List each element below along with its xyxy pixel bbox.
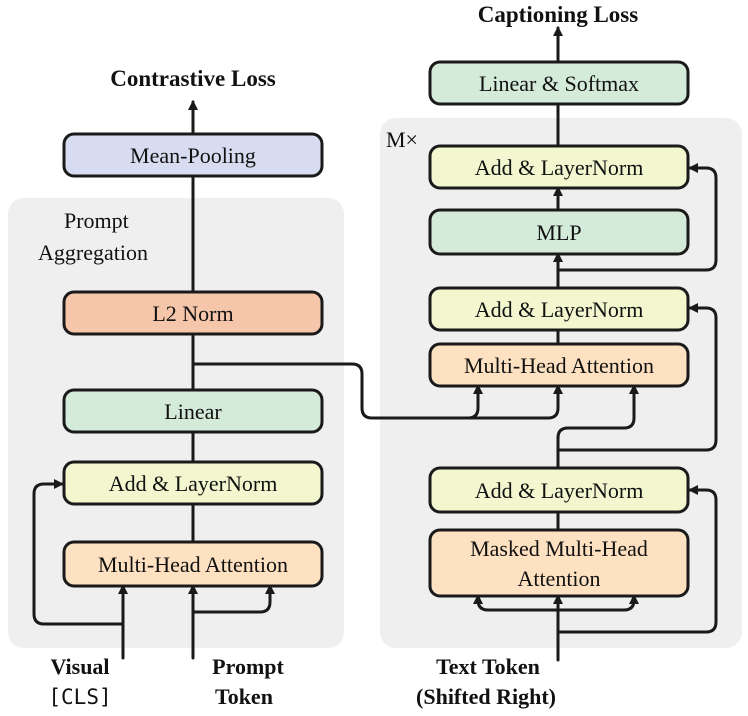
contrastive-loss-label: Contrastive Loss — [110, 66, 276, 91]
connector-text-to-masked-left — [473, 594, 560, 612]
input-shifted-right-label: (Shifted Right) — [416, 684, 556, 709]
connector-text-branch — [556, 485, 718, 634]
linear-softmax-label: Linear & Softmax — [479, 71, 639, 96]
input-visual-label: Visual — [50, 654, 109, 679]
l2-norm-label: L2 Norm — [152, 301, 233, 326]
add-layernorm-top-block — [428, 144, 690, 190]
connector-visual-residual — [32, 479, 125, 660]
mlp-block — [428, 208, 690, 256]
masked-attention-label-line1: Masked Multi-Head — [470, 536, 648, 561]
connector-text-to-masked-right — [556, 594, 639, 612]
connector-addnorm-bottom-to-cross — [556, 384, 639, 470]
connector-mlp-residual — [556, 163, 718, 272]
mean-pooling-label: Mean-Pooling — [130, 143, 256, 168]
connector-prompt-branch — [191, 584, 275, 614]
left-add-layernorm-block — [62, 460, 324, 506]
add-layernorm-bottom-label: Add & LayerNorm — [475, 478, 644, 503]
connector-cross-residual — [556, 303, 718, 452]
input-prompt-token-label: Token — [215, 684, 273, 709]
add-layernorm-mid-block — [428, 286, 690, 332]
left-add-layernorm-label: Add & LayerNorm — [109, 471, 278, 496]
left-attention-label: Multi-Head Attention — [98, 552, 288, 577]
add-layernorm-top-label: Add & LayerNorm — [475, 155, 644, 180]
masked-attention-block — [428, 528, 690, 598]
mean-pooling-block — [62, 132, 324, 178]
cross-attention-label: Multi-Head Attention — [464, 353, 654, 378]
input-text-token-label: Text Token — [436, 654, 540, 679]
linear-label: Linear — [164, 399, 222, 424]
left-attention-block — [62, 540, 324, 588]
add-layernorm-bottom-block — [428, 466, 690, 514]
repeat-count-label: M× — [386, 127, 418, 152]
cross-attention-block — [428, 342, 690, 388]
input-cls-label: [CLS] — [48, 685, 111, 709]
connector-visual-to-cross-attention — [191, 362, 563, 420]
linear-block — [62, 388, 324, 434]
captioning-loss-label: Captioning Loss — [478, 2, 638, 27]
connector-cross-branch — [466, 384, 483, 420]
input-prompt-label: Prompt — [212, 654, 284, 679]
masked-attention-label-line2: Attention — [517, 566, 600, 591]
panel-title-line2: Aggregation — [38, 240, 148, 265]
mlp-label: MLP — [536, 220, 581, 245]
add-layernorm-mid-label: Add & LayerNorm — [475, 297, 644, 322]
panel-title-line1: Prompt — [64, 208, 129, 233]
l2-norm-block — [62, 290, 324, 336]
linear-softmax-block — [428, 60, 690, 106]
